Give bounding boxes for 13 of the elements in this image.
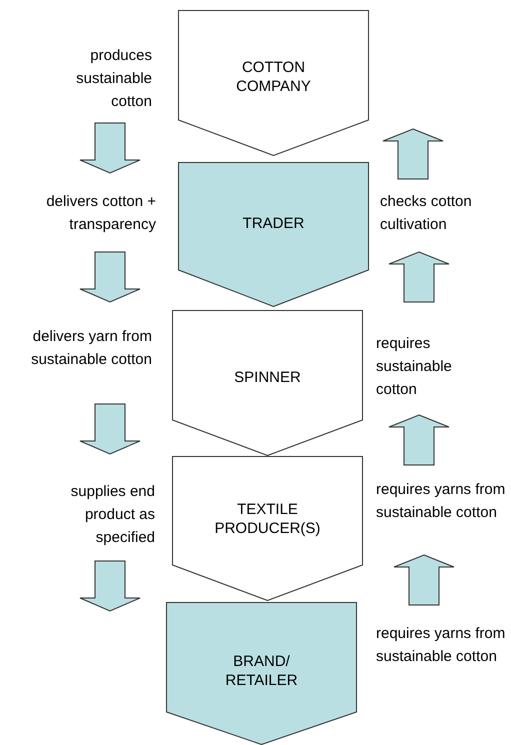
stage-label: TRADER	[242, 214, 306, 233]
action-text: delivers yarn from sustainable cotton	[30, 327, 152, 370]
action-text: delivers cotton + transparency	[45, 192, 156, 235]
action-text: checks cotton cultivation	[380, 192, 473, 235]
action-text: produces sustainable cotton	[75, 46, 152, 112]
stage-label: TEXTILE PRODUCER(S)	[214, 500, 322, 538]
stage-label: SPINNER	[233, 368, 302, 387]
stage-label: COTTON COMPANY	[235, 58, 312, 96]
action-text: requires sustainable cotton	[376, 334, 453, 400]
action-text: requires yarns from sustainable cotton	[376, 624, 506, 667]
action-text: requires yarns from sustainable cotton	[376, 480, 506, 523]
action-text: supplies end product as specified	[70, 482, 155, 548]
stage-label: BRAND/ RETAILER	[224, 652, 299, 690]
